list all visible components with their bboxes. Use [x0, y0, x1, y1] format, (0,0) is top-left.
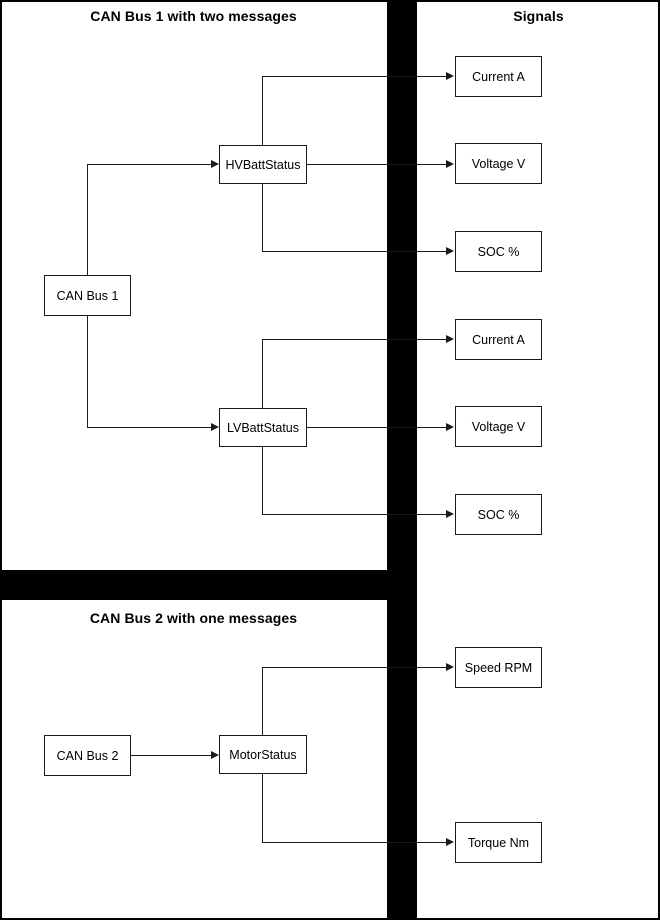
- node-signal-soc-hv[interactable]: SOC %: [455, 231, 542, 272]
- bus1-to-lvbatt-link: [87, 427, 211, 429]
- hvbatt-riser-down: [262, 183, 264, 252]
- node-hvbattstatus-label: HVBattStatus: [225, 157, 301, 172]
- hvbatt-to-voltage-arrow: [446, 160, 454, 168]
- bus1-trunk-up: [87, 164, 89, 276]
- motorstatus-to-torque-line: [262, 842, 447, 844]
- node-signal-current-a-hv[interactable]: Current A: [455, 56, 542, 97]
- node-signal-label: Voltage V: [471, 419, 526, 434]
- lvbatt-to-voltage-line: [306, 427, 447, 429]
- hvbatt-to-soc-line: [262, 251, 447, 253]
- bus2-to-motorstatus-line: [131, 755, 211, 757]
- lvbatt-to-current-arrow: [446, 335, 454, 343]
- lvbatt-to-soc-arrow: [446, 510, 454, 518]
- node-signal-label: SOC %: [477, 507, 520, 522]
- hvbatt-to-current-line: [262, 76, 447, 78]
- node-motorstatus-label: MotorStatus: [229, 747, 297, 762]
- bus1-to-lvbatt-arrow: [211, 423, 219, 431]
- bus2-to-motorstatus-arrow: [211, 751, 219, 759]
- vertical-separator-bar: [387, 0, 417, 920]
- lvbatt-riser-up: [262, 339, 264, 409]
- node-signal-label: Voltage V: [471, 156, 526, 171]
- can-bus-2-panel-title: CAN Bus 2 with one messages: [89, 610, 298, 626]
- node-signal-voltage-v-lv[interactable]: Voltage V: [455, 406, 542, 447]
- node-can-bus-2[interactable]: CAN Bus 2: [44, 735, 131, 776]
- node-hvbattstatus[interactable]: HVBattStatus: [219, 145, 307, 184]
- node-signal-voltage-v-hv[interactable]: Voltage V: [455, 143, 542, 184]
- lvbatt-to-voltage-arrow: [446, 423, 454, 431]
- node-can-bus-1-label: CAN Bus 1: [56, 288, 119, 303]
- hvbatt-to-current-arrow: [446, 72, 454, 80]
- hvbatt-to-soc-arrow: [446, 247, 454, 255]
- motorstatus-to-speed-line: [262, 667, 447, 669]
- bus1-to-hvbatt-arrow: [211, 160, 219, 168]
- hvbatt-to-voltage-line: [306, 164, 447, 166]
- node-signal-label: Torque Nm: [467, 835, 530, 850]
- motorstatus-to-speed-arrow: [446, 663, 454, 671]
- bus1-to-hvbatt-link: [87, 164, 211, 166]
- node-lvbattstatus-label: LVBattStatus: [226, 420, 300, 435]
- motorstatus-to-torque-arrow: [446, 838, 454, 846]
- bus1-trunk-down: [87, 315, 89, 428]
- node-signal-label: Current A: [472, 332, 525, 347]
- lvbatt-to-current-line: [262, 339, 447, 341]
- node-can-bus-1[interactable]: CAN Bus 1: [44, 275, 131, 316]
- node-motorstatus[interactable]: MotorStatus: [219, 735, 307, 774]
- motorstatus-riser-up: [262, 667, 264, 736]
- hvbatt-riser-up: [262, 76, 264, 146]
- can-bus-1-panel-title: CAN Bus 1 with two messages: [90, 8, 297, 24]
- node-signal-current-a-lv[interactable]: Current A: [455, 319, 542, 360]
- motorstatus-riser-down: [262, 774, 264, 843]
- lvbatt-to-soc-line: [262, 514, 447, 516]
- node-signal-torque-nm[interactable]: Torque Nm: [455, 822, 542, 863]
- node-signal-label: Current A: [472, 69, 525, 84]
- node-signal-speed-rpm[interactable]: Speed RPM: [455, 647, 542, 688]
- node-lvbattstatus[interactable]: LVBattStatus: [219, 408, 307, 447]
- signals-panel-title: Signals: [513, 8, 564, 24]
- node-signal-label: Speed RPM: [464, 660, 533, 675]
- horizontal-separator-bar: [0, 570, 387, 600]
- node-signal-soc-lv[interactable]: SOC %: [455, 494, 542, 535]
- node-can-bus-2-label: CAN Bus 2: [56, 748, 119, 763]
- lvbatt-riser-down: [262, 446, 264, 515]
- node-signal-label: SOC %: [477, 244, 520, 259]
